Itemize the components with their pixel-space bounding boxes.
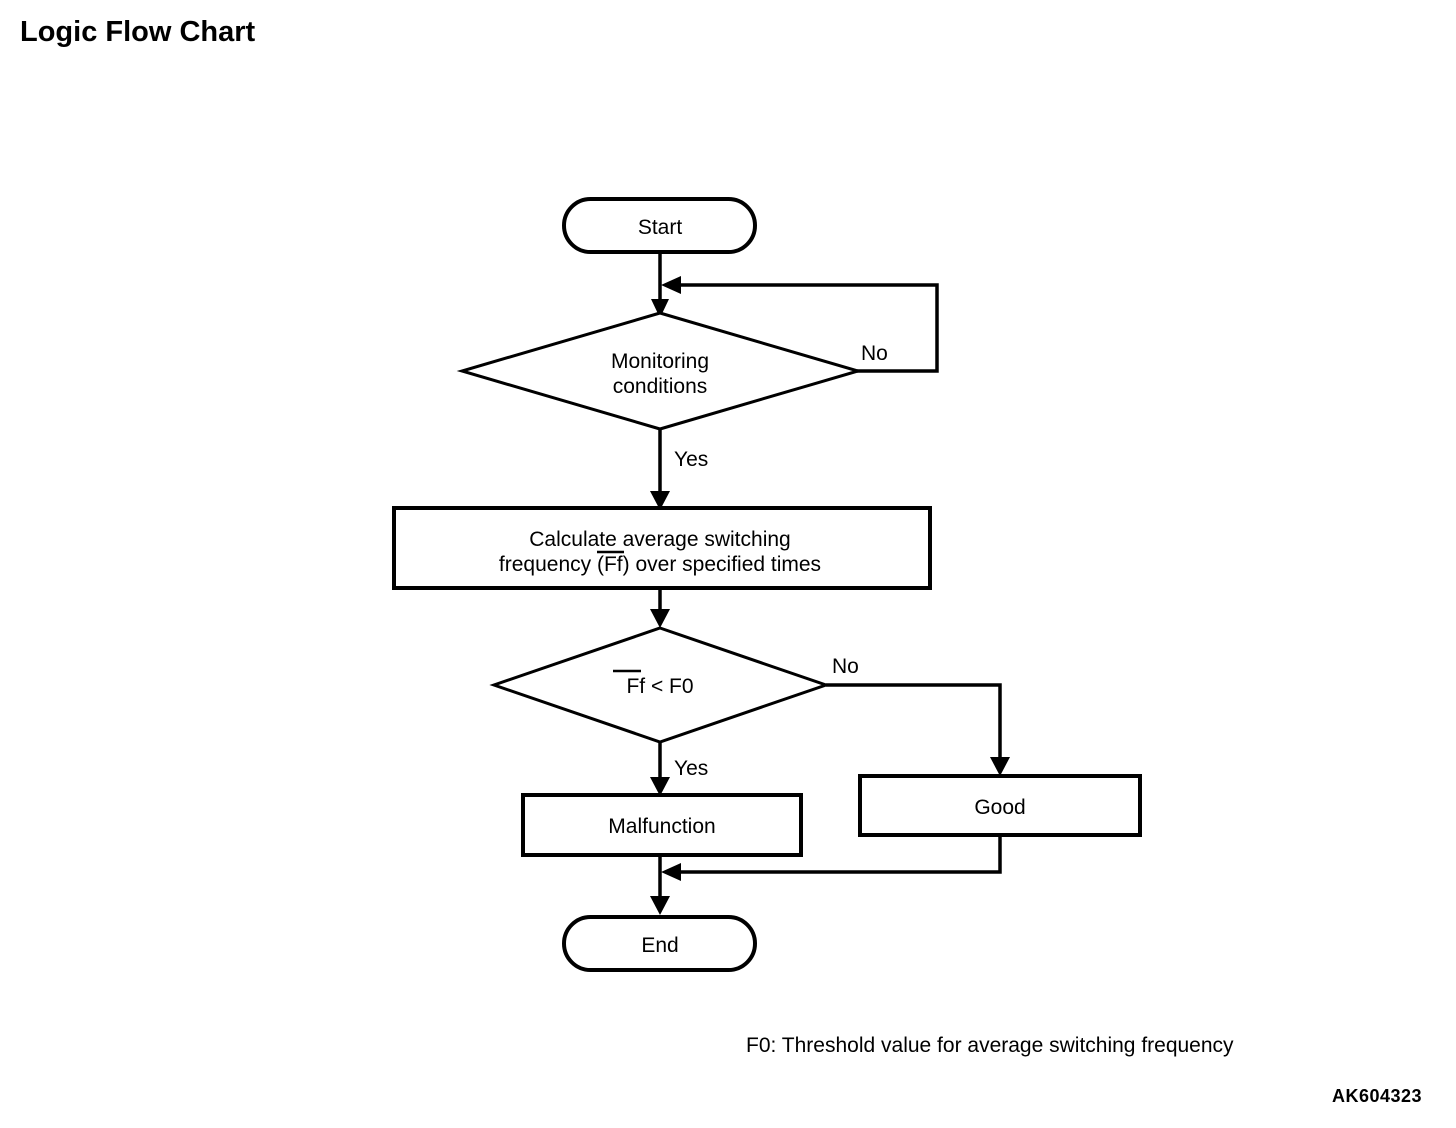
node-good-label: Good <box>974 796 1025 819</box>
node-monitoring-label-line2: conditions <box>613 375 708 398</box>
connector-monitoring-to-calculate <box>650 430 670 510</box>
node-good[interactable]: Good <box>858 774 1142 837</box>
connector-start-to-monitoring <box>651 252 669 318</box>
connector-calculate-to-compare <box>650 588 670 628</box>
node-calculate-average-frequency[interactable]: Calculate average switching frequency (F… <box>392 506 932 590</box>
node-start-label: Start <box>638 216 683 239</box>
connector-monitoring-no-loop <box>661 276 939 373</box>
node-compare-label-var: Ff <box>626 675 645 698</box>
node-compare-label: Ff < F0 <box>626 675 693 698</box>
node-end[interactable]: End <box>562 915 757 972</box>
branch-label-monitoring-no: No <box>861 342 888 365</box>
connector-good-to-end <box>661 835 1002 881</box>
node-calculate-label-line2: frequency (Ff) over specified times <box>499 553 821 576</box>
node-start[interactable]: Start <box>562 197 757 254</box>
node-monitoring-conditions[interactable]: Monitoring conditions <box>456 311 864 431</box>
connector-compare-yes-to-malfunction <box>650 742 670 796</box>
branch-label-monitoring-yes: Yes <box>674 448 708 471</box>
node-compare-label-rest: < F0 <box>651 675 694 698</box>
branch-label-compare-yes: Yes <box>674 757 708 780</box>
node-calculate-label-line2-pre: frequency ( <box>499 553 604 576</box>
footnote-threshold-definition: F0: Threshold value for average switchin… <box>746 1034 1234 1057</box>
connector-compare-no-to-good <box>826 683 1010 776</box>
node-compare-ff-f0[interactable]: Ff < F0 <box>489 626 831 744</box>
node-malfunction[interactable]: Malfunction <box>521 793 803 857</box>
node-calculate-label-line2-post: ) over specified times <box>623 553 821 576</box>
page-title: Logic Flow Chart <box>20 16 256 48</box>
node-calculate-label-line2-var: Ff <box>604 553 623 576</box>
node-malfunction-label: Malfunction <box>608 815 715 838</box>
branch-label-compare-no: No <box>832 655 859 678</box>
figure-code: AK604323 <box>1332 1086 1423 1106</box>
node-calculate-label-line1: Calculate average switching <box>529 528 790 551</box>
node-end-label: End <box>641 934 678 957</box>
connector-malfunction-to-end <box>650 855 670 915</box>
node-monitoring-label-line1: Monitoring <box>611 350 709 373</box>
